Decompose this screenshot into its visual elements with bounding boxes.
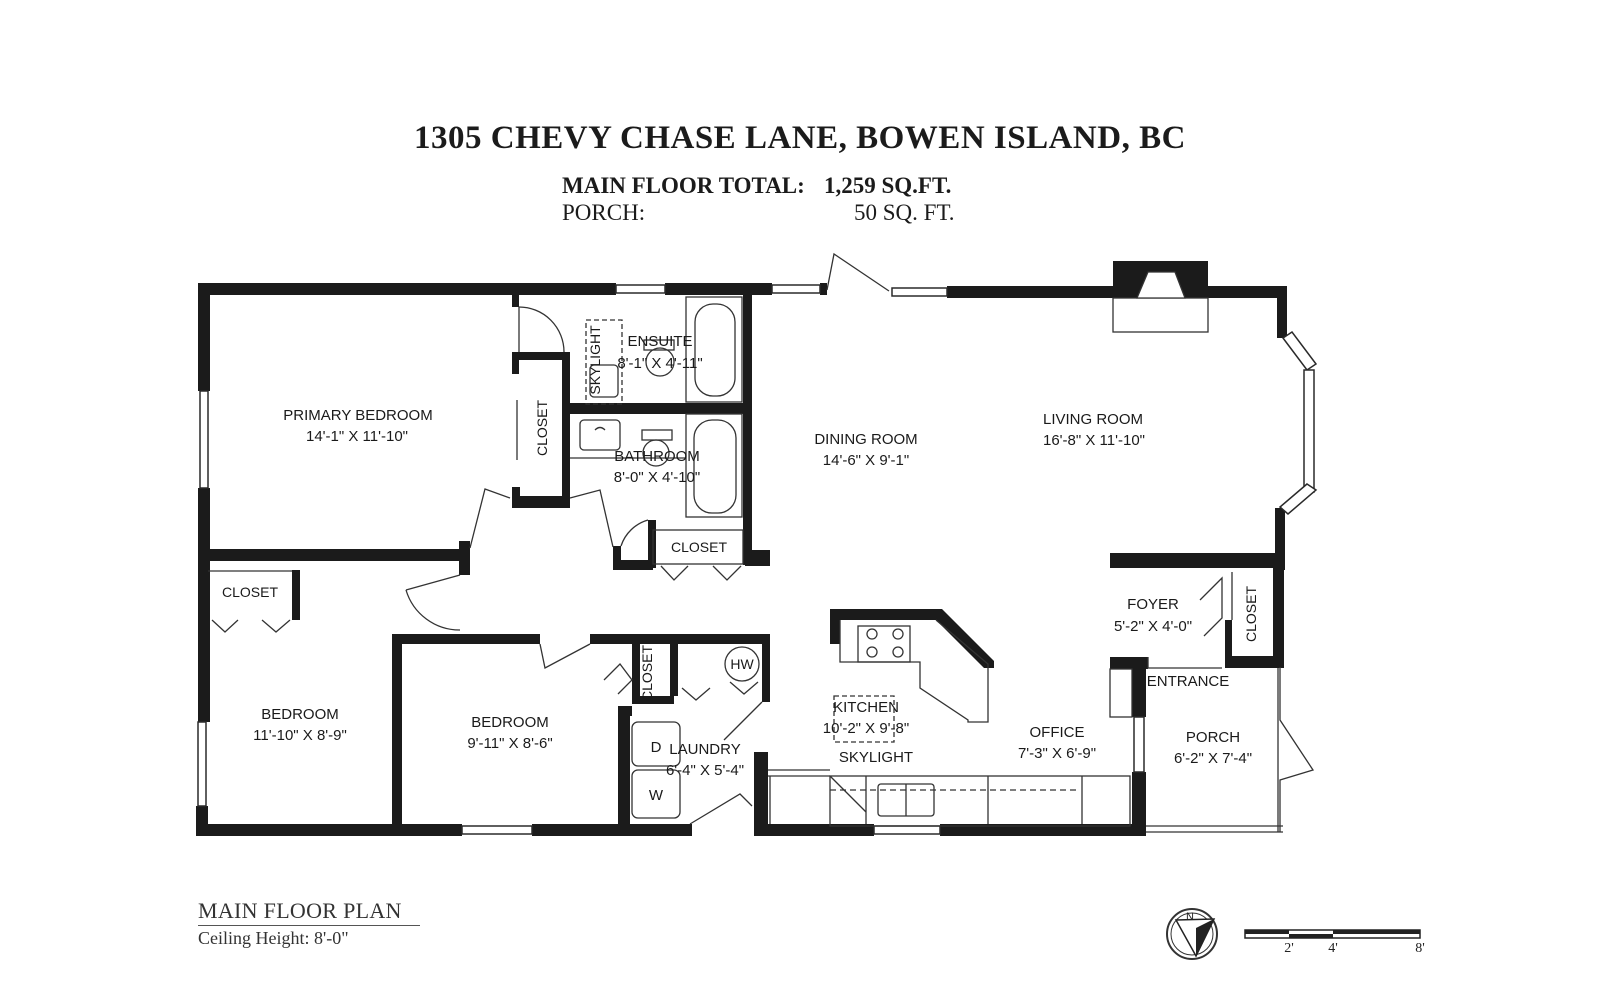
laundry-dims: 6'-4" X 5'-4" <box>666 762 744 779</box>
north-arrow-icon: N <box>1166 908 1218 960</box>
main-floor-total-label: MAIN FLOOR TOTAL: <box>562 173 805 198</box>
bedroom-mid-closet-label: CLOSET <box>639 645 655 701</box>
kitchen-skylight-label: SKYLIGHT <box>839 749 913 766</box>
bedroom-mid-label: BEDROOM <box>471 714 549 731</box>
office-dims: 7'-3" X 6'-9" <box>1018 745 1096 762</box>
scale-bar: 2' 4' 8' <box>1244 929 1425 956</box>
plan-title: MAIN FLOOR PLAN <box>198 898 402 923</box>
entrance-label: ENTRANCE <box>1147 673 1230 690</box>
hot-water-label: HW <box>730 656 754 672</box>
bedroom-left-dims: 11'-10" X 8'-9" <box>253 727 347 744</box>
plan-address-title: 1305 CHEVY CHASE LANE, BOWEN ISLAND, BC <box>414 120 1186 156</box>
foyer-label: FOYER <box>1127 596 1179 613</box>
foyer-closet-label: CLOSET <box>1243 586 1259 642</box>
bedroom-closet-label: CLOSET <box>222 584 278 600</box>
kitchen-dims: 10'-2" X 9'-8" <box>823 720 909 737</box>
porch-area-label: PORCH: <box>562 200 646 225</box>
primary-closet-label: CLOSET <box>534 400 550 456</box>
porch-label: PORCH <box>1186 729 1240 746</box>
porch-dims: 6'-2" X 7'-4" <box>1174 750 1252 767</box>
scale-label-4: 4' <box>1328 941 1338 956</box>
fixtures <box>208 252 1315 833</box>
ensuite-label: ENSUITE <box>627 333 692 350</box>
bathroom-dims: 8'-0" X 4'-10" <box>614 469 700 486</box>
bathroom-label: BATHROOM <box>614 448 700 465</box>
main-floor-total-value: 1,259 SQ.FT. <box>824 173 952 198</box>
laundry-label: LAUNDRY <box>669 741 740 758</box>
north-label: N <box>1186 911 1194 923</box>
walls <box>196 261 1287 836</box>
ensuite-skylight-label: SKYLIGHT <box>587 325 603 395</box>
bedroom-mid-dims: 9'-11" X 8'-6" <box>467 735 552 752</box>
living-room-label: LIVING ROOM <box>1043 411 1143 428</box>
ensuite-dims: 8'-1" X 4'-11" <box>617 355 702 372</box>
windows <box>197 284 1318 835</box>
ceiling-height: Ceiling Height: 8'-0" <box>198 928 349 948</box>
porch-area-value: 50 SQ. FT. <box>854 200 955 225</box>
living-room-dims: 16'-8" X 11'-10" <box>1043 432 1145 449</box>
dryer-label: D <box>651 739 662 756</box>
dining-room-label: DINING ROOM <box>814 431 917 448</box>
foyer-dims: 5'-2" X 4'-0" <box>1114 618 1192 635</box>
primary-bedroom-dims: 14'-1" X 11'-10" <box>306 428 408 445</box>
scale-label-2: 2' <box>1284 941 1294 956</box>
scale-label-8: 8' <box>1415 941 1425 956</box>
dining-room-dims: 14'-6" X 9'-1" <box>823 452 909 469</box>
washer-label: W <box>649 787 664 804</box>
bedroom-left-label: BEDROOM <box>261 706 339 723</box>
office-label: OFFICE <box>1030 724 1085 741</box>
primary-bedroom-label: PRIMARY BEDROOM <box>283 407 432 424</box>
hall-closet-label: CLOSET <box>671 539 727 555</box>
kitchen-label: KITCHEN <box>833 699 899 716</box>
plan-title-underline <box>198 925 420 926</box>
